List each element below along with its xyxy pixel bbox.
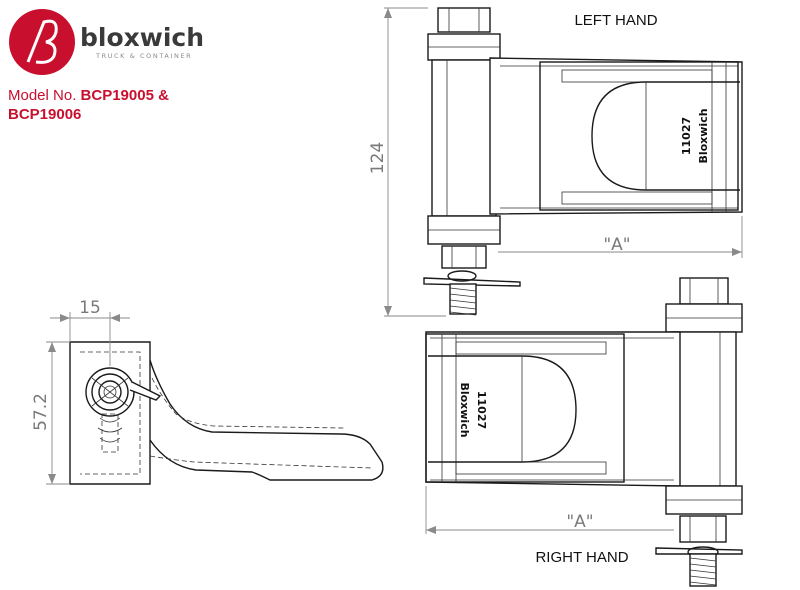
dimension-a-right-text: "A" (566, 512, 593, 532)
dimension-side-height-text: 57.2 (31, 393, 51, 431)
dimension-a-left-text: "A" (603, 235, 630, 255)
logo-tagline: TRUCK & CONTAINER (95, 52, 192, 60)
left-stamp-maker: Bloxwich (697, 108, 710, 163)
model-number-line-1: BCP19005 & (80, 87, 169, 104)
dimension-side-width: 15 (50, 298, 130, 366)
right-stamp-part-number: 11027 (475, 391, 488, 429)
left-hand-label: LEFT HAND (574, 12, 657, 29)
bloxwich-logo: bloxwich TRUCK & CONTAINER (9, 9, 204, 75)
right-hand-label: RIGHT HAND (535, 549, 628, 566)
side-profile-view (69, 341, 384, 485)
logo-circle-icon (9, 9, 75, 75)
dimension-a-right: "A" (425, 486, 674, 534)
dimension-side-width-text: 15 (79, 298, 101, 318)
left-hand-hinge-view: 11027 Bloxwich LEFT HAND (423, 7, 743, 316)
left-stamp-part-number: 11027 (680, 117, 693, 155)
logo-wordmark: bloxwich (80, 23, 204, 52)
model-number: Model No. BCP19005 & BCP19006 (8, 86, 208, 124)
dimension-height: 124 (368, 7, 446, 317)
right-hand-hinge-view: 11027 Bloxwich RIGHT HAND (425, 277, 743, 587)
dimension-a-left: "A" (498, 216, 743, 258)
model-prefix: Model No. (8, 87, 77, 104)
model-number-line-2: BCP19006 (8, 106, 82, 123)
dimension-height-text: 124 (368, 142, 388, 174)
right-stamp-maker: Bloxwich (458, 382, 471, 437)
dimension-side-height: 57.2 (31, 341, 70, 485)
